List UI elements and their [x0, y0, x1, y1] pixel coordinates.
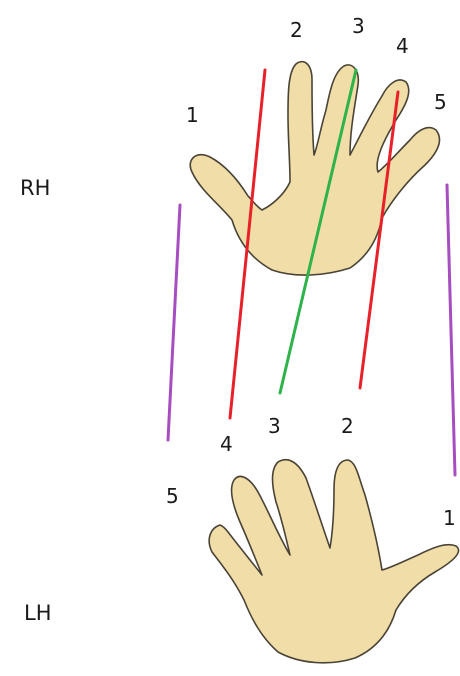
lh-finger-3-label: 3 [268, 416, 281, 436]
left-hand [209, 460, 458, 663]
lh-finger-2-label: 2 [341, 416, 354, 436]
line-pinky-right-purple [447, 185, 455, 475]
rh-finger-2-label: 2 [290, 20, 303, 40]
rh-finger-5-label: 5 [434, 92, 447, 112]
line-thumb-left-purple [168, 205, 180, 440]
right-hand-label: RH [20, 178, 50, 199]
lh-finger-4-label: 4 [220, 434, 233, 454]
rh-finger-1-label: 1 [186, 105, 199, 125]
left-hand-label: LH [24, 603, 52, 624]
rh-finger-3-label: 3 [352, 16, 365, 36]
lh-finger-5-label: 5 [166, 486, 179, 506]
rh-finger-4-label: 4 [396, 36, 409, 56]
lh-finger-1-label: 1 [443, 508, 456, 528]
